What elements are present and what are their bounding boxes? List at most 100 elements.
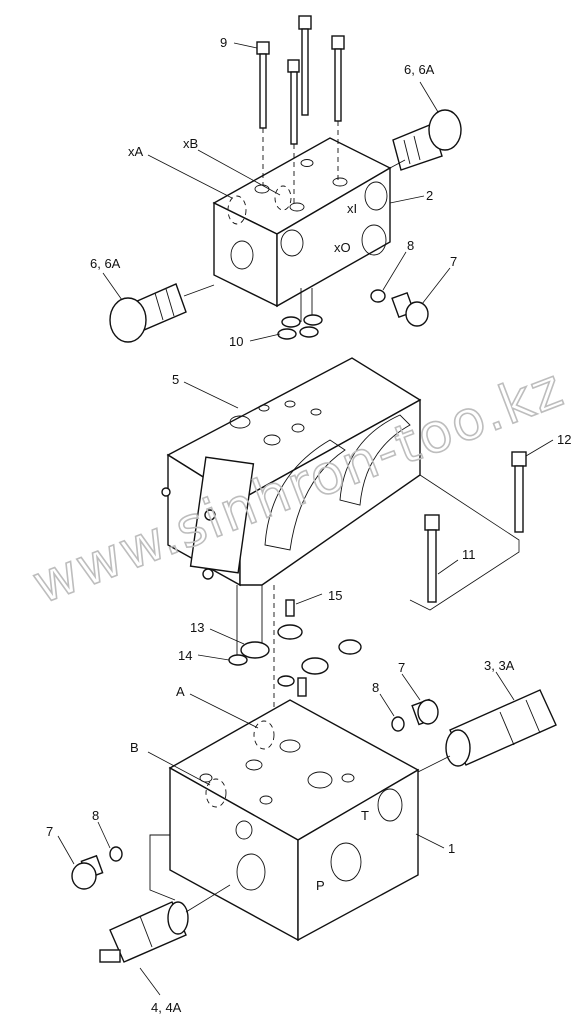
cartridge-groove xyxy=(525,699,541,734)
label-6-6a-top: 6, 6A xyxy=(404,62,435,77)
label-5: 5 xyxy=(172,372,179,387)
o-ring xyxy=(303,314,323,326)
mid-block-port xyxy=(310,408,322,416)
o-rings-10 xyxy=(277,288,323,340)
label-p: P xyxy=(316,878,325,893)
label-14: 14 xyxy=(178,648,192,663)
o-ring xyxy=(301,657,329,675)
hidden-port-xa xyxy=(227,195,247,225)
seal-ring-8 xyxy=(109,846,123,862)
mid-block-port xyxy=(229,415,251,429)
bolts-11-12 xyxy=(409,451,527,611)
label-7-mid: 7 xyxy=(398,660,405,675)
seals-13-14-15 xyxy=(228,585,362,820)
cartridge-end xyxy=(445,729,471,767)
bottom-block-port xyxy=(259,795,273,805)
o-ring xyxy=(338,639,362,655)
label-8-top: 8 xyxy=(407,238,414,253)
top-block-front-port xyxy=(230,240,254,270)
mid-block-side-face xyxy=(239,398,421,586)
cartridge-cap xyxy=(428,109,462,151)
hidden-port-a xyxy=(253,720,275,750)
bolt-11-head xyxy=(424,514,440,531)
cartridge-3 xyxy=(417,689,557,773)
label-11: 11 xyxy=(462,547,476,562)
port-xi xyxy=(364,181,388,211)
bolt-11-shank xyxy=(427,529,437,603)
bottom-block-port xyxy=(279,739,301,753)
o-ring xyxy=(281,316,301,328)
bottom-block-edge-line xyxy=(149,834,176,901)
cartridge-6-left xyxy=(109,283,215,343)
top-block-hole xyxy=(289,202,305,212)
mid-block-screw xyxy=(204,509,216,521)
bolt-shank xyxy=(301,28,309,116)
plug-7-mid xyxy=(391,698,439,732)
bottom-block-front-port xyxy=(236,853,266,891)
cartridge-cap xyxy=(109,297,147,343)
plug-7-top xyxy=(370,289,429,327)
bottom-block-port xyxy=(307,771,333,789)
dowel xyxy=(297,677,307,697)
port-t xyxy=(377,788,403,822)
hidden-port-xb xyxy=(274,185,292,211)
o-ring-13 xyxy=(240,641,270,659)
label-15: 15 xyxy=(328,588,342,603)
port-xo xyxy=(361,224,387,256)
top-block-front-port xyxy=(280,229,304,257)
bottom-valve-block xyxy=(149,699,420,942)
bottom-block-front-port xyxy=(235,820,253,840)
label-xa: xA xyxy=(128,144,144,159)
top-valve-block xyxy=(212,137,392,308)
label-10: 10 xyxy=(229,334,243,349)
cartridge-groove xyxy=(139,915,153,948)
label-a: A xyxy=(176,684,185,699)
cartridge-groove xyxy=(403,139,411,165)
cartridge-groove xyxy=(413,135,421,161)
label-13: 13 xyxy=(190,620,204,635)
cartridge-groove xyxy=(499,711,515,746)
bottom-block-port xyxy=(341,773,355,783)
top-block-side-face xyxy=(276,166,391,308)
port-p xyxy=(330,842,362,882)
cartridge-groove xyxy=(165,288,175,317)
label-8-bot: 8 xyxy=(92,808,99,823)
mid-block-screw xyxy=(161,487,171,497)
label-xo: xO xyxy=(334,240,351,255)
bolt-shank xyxy=(259,53,267,129)
mid-block-rib xyxy=(339,414,411,506)
label-9: 9 xyxy=(220,35,227,50)
label-1: 1 xyxy=(448,841,455,856)
bolt-12-head xyxy=(511,451,527,467)
o-ring xyxy=(299,326,319,338)
plug-7-bot xyxy=(71,846,123,890)
bottom-block-side-face xyxy=(297,768,419,942)
label-b: B xyxy=(130,740,139,755)
label-4-4a: 4, 4A xyxy=(151,1000,182,1015)
o-ring xyxy=(277,624,303,640)
label-xi: xI xyxy=(347,201,357,216)
bolt-12-shank xyxy=(514,465,524,533)
plug-head xyxy=(417,699,439,725)
bolt-shank xyxy=(334,48,342,122)
mid-block-port xyxy=(284,400,296,408)
cartridge-end xyxy=(167,901,189,935)
bolt-head xyxy=(256,41,270,55)
bolts-9 xyxy=(256,15,345,204)
cartridge-knob xyxy=(99,949,121,963)
label-8-mid: 8 xyxy=(372,680,379,695)
seal-ring-8 xyxy=(391,716,405,732)
plug-head xyxy=(405,301,429,327)
label-12: 12 xyxy=(557,432,571,447)
plug-head xyxy=(71,862,97,890)
mid-block-rib xyxy=(264,439,346,551)
leader-lines xyxy=(57,42,554,996)
label-2: 2 xyxy=(426,188,433,203)
part-labels: 9 6, 6A xA xB xI xO 2 8 7 6, 6A 10 5 12 … xyxy=(46,35,571,1015)
o-ring-14 xyxy=(228,654,248,666)
bottom-block-port xyxy=(245,759,263,771)
label-7-bot: 7 xyxy=(46,824,53,839)
top-block-hole xyxy=(300,159,314,167)
